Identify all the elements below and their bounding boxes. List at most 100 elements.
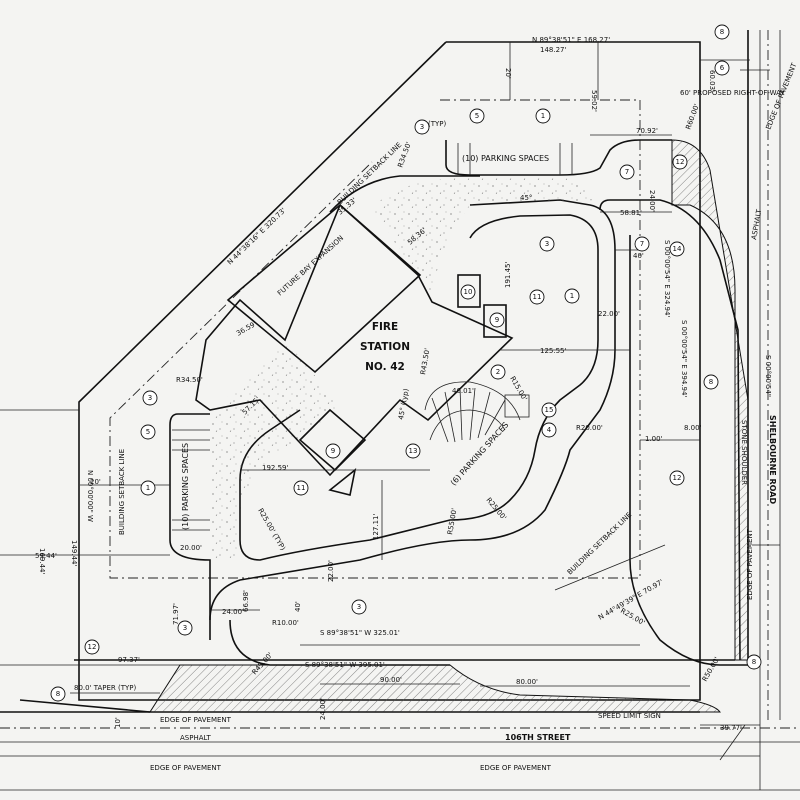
callout-b3b: 3	[539, 236, 555, 252]
bearing-west: N 00°00'00" W	[86, 470, 94, 522]
south-drive-hatch	[149, 664, 721, 713]
svg-text:1: 1	[541, 112, 545, 120]
callout-b15: 15	[541, 402, 557, 418]
svg-text:9: 9	[495, 316, 499, 324]
dimension-lines	[0, 42, 780, 761]
svg-text:8: 8	[720, 28, 724, 36]
svg-text:8: 8	[752, 658, 756, 666]
callout-b8a: 8	[714, 24, 730, 40]
callout-b1b: 1	[564, 288, 580, 304]
svg-text:1: 1	[146, 484, 150, 492]
callout-b5a: 5	[469, 108, 485, 124]
svg-text:10: 10	[464, 288, 473, 296]
svg-text:1: 1	[570, 292, 574, 300]
dim-58-81: 58.81'	[620, 209, 642, 217]
callout-b7b: 7	[634, 236, 650, 252]
callout-b5b: 5	[140, 424, 156, 440]
callout-b8b: 8	[703, 374, 719, 390]
callout-b1c: 1	[140, 480, 156, 496]
dim-59-44: 59.44'	[35, 552, 57, 560]
bearing-north-inner: 148.27'	[540, 46, 566, 54]
landscape-west	[210, 340, 340, 560]
callout-b3d: 3	[351, 599, 367, 615]
speed-sign-label: SPEED LIMIT SIGN	[598, 712, 661, 720]
street-east-label: SHELBOURNE ROAD	[768, 415, 777, 504]
callout-b3a: 3	[414, 119, 430, 135]
dim-59-02: 59.02'	[590, 90, 598, 112]
callout-b3e: 3	[177, 620, 193, 636]
callout-b2: 2	[490, 364, 506, 380]
dim-r43-50: R43.50'	[419, 347, 432, 375]
stone-shoulder-label: STONE SHOULDER	[740, 420, 748, 485]
svg-text:7: 7	[640, 240, 644, 248]
bearing-east3: S 00°00'54"	[764, 355, 772, 397]
landscape-north	[372, 178, 595, 295]
svg-text:3: 3	[420, 123, 424, 131]
dim-169-44: 169.44'	[38, 548, 46, 574]
setback-left-label: BUILDING SETBACK LINE	[118, 449, 126, 535]
callout-b1a: 1	[535, 108, 551, 124]
bearing-north: N 89°38'51" E 168.27'	[532, 36, 610, 44]
svg-text:3: 3	[148, 394, 152, 402]
dim-125-55: 125.55'	[540, 347, 566, 355]
proposed-row-label: 60' PROPOSED RIGHT-OF-WAY	[680, 89, 785, 97]
dim-24-00b: 24.00'	[222, 608, 244, 616]
callout-b3c: 3	[142, 390, 158, 406]
setback-right-label: BUILDING SETBACK LINE	[566, 511, 634, 577]
dim-24-00a: 24.00'	[648, 190, 656, 212]
dim-149-44: 149.44'	[70, 540, 78, 566]
top-parking-stalls	[457, 143, 573, 175]
dim-deg45: 45°	[520, 194, 532, 202]
parking-left-label: (10) PARKING SPACES	[181, 443, 190, 530]
dim-20a: 20'	[504, 68, 512, 79]
svg-text:11: 11	[297, 484, 306, 492]
svg-text:3: 3	[545, 240, 549, 248]
edge-pavement-label-4: EDGE OF PAVEMENT	[746, 528, 754, 600]
inner-island	[239, 214, 599, 561]
callout-bubbles: 1 1 1 2 3 3 3 3 3 4 5 5 6 7 7 8 8 8 8 9 …	[50, 24, 762, 702]
building-label-line3: NO. 42	[365, 361, 405, 373]
north-curb	[445, 139, 672, 176]
dim-a45: 45° (typ)	[397, 388, 410, 421]
parking-top-label: (10) PARKING SPACES	[462, 154, 549, 163]
callout-b9b: 9	[325, 443, 341, 459]
svg-text:12: 12	[673, 474, 682, 482]
left-parking-stalls	[172, 429, 210, 531]
dim-r15-00: R15.00'	[508, 375, 528, 402]
callout-b10: 10	[460, 284, 476, 300]
dim-r34-50a: R34.50'	[176, 376, 203, 384]
fire-station-building	[195, 203, 514, 496]
building-label-line1: FIRE	[372, 321, 398, 333]
callout-b6: 6	[714, 60, 730, 76]
sw-ramp-curb	[19, 699, 151, 713]
callout-b14: 14	[669, 241, 685, 257]
bearing-east: S 00°00'54" E 324.94'	[663, 240, 671, 317]
asphalt-label-2: ASPHALT	[750, 208, 763, 240]
callout-b8c: 8	[746, 654, 762, 670]
svg-text:3: 3	[357, 603, 361, 611]
svg-text:9: 9	[331, 447, 335, 455]
street-south-label: 106TH STREET	[505, 733, 571, 742]
se-curb	[629, 235, 748, 666]
dim-22-00a: 22.00'	[598, 310, 620, 318]
center-parking-fan	[424, 381, 530, 443]
dim-10: 10'	[114, 717, 122, 728]
dim-80-00: 80.00'	[516, 678, 538, 686]
dim-r10-00: R10.00'	[272, 619, 299, 627]
svg-text:12: 12	[88, 643, 97, 651]
edge-pavement-label-3: EDGE OF PAVEMENT	[480, 764, 552, 772]
future-bay-label: FUTURE BAY EXPANSION	[276, 234, 345, 297]
dim-r25-typ: R25.00' (TYP)	[256, 507, 287, 552]
dim-r20-00a: R20.00'	[576, 424, 603, 432]
dim-127-11: 127.11'	[372, 514, 380, 540]
dim-20-00: 20.00'	[180, 544, 202, 552]
dim-22-00b: 22.00'	[327, 560, 335, 582]
dim-r25-00a: R25.00'	[484, 496, 507, 522]
dim-r60: R60.00'	[684, 103, 701, 131]
taper-label: 80.0' TAPER (TYP)	[74, 684, 136, 692]
west-curb	[329, 175, 480, 213]
svg-text:12: 12	[676, 158, 685, 166]
dim-191-45: 191.45'	[504, 262, 512, 288]
dim-24-00c: 24.00'	[319, 698, 327, 720]
